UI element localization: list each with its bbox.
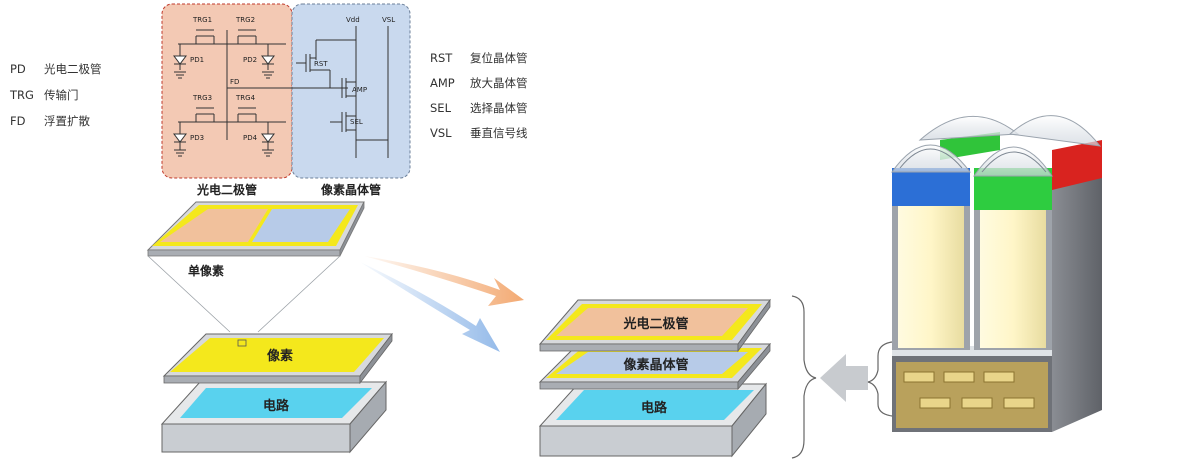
brace-sensor	[867, 341, 893, 417]
label-fd: FD	[230, 78, 239, 86]
left-stack-top-label: 像素	[267, 348, 293, 364]
label-pd3: PD3	[190, 134, 204, 142]
left-stack-bottom-label: 电路	[263, 398, 290, 414]
label-trg3: TRG3	[192, 94, 212, 102]
projection-lines	[147, 255, 341, 333]
label-vdd: Vdd	[346, 16, 360, 24]
label-pd1: PD1	[190, 56, 204, 64]
label-rst: RST	[314, 60, 328, 68]
brace-right-stack	[791, 295, 817, 459]
gray-arrow-left	[820, 354, 868, 402]
right-stack-base	[538, 382, 768, 458]
left-stack-base	[160, 380, 388, 454]
left-stack-pixel-layer	[162, 332, 394, 385]
label-amp: AMP	[352, 86, 367, 94]
label-trg4: TRG4	[235, 94, 256, 102]
ground-symbols	[174, 71, 274, 157]
right-stack-top-label: 光电二极管	[622, 316, 688, 332]
label-sel: SEL	[350, 118, 363, 126]
label-pd2: PD2	[243, 56, 257, 64]
right-stack-bottom-label: 电路	[641, 400, 668, 416]
single-pixel-label: 单像素	[188, 263, 224, 278]
label-pd4: PD4	[243, 134, 258, 142]
transistor-circuit-wiring	[296, 26, 389, 158]
single-pixel-plate	[146, 201, 365, 257]
transistor-region	[291, 3, 411, 179]
caption-transistor: 像素晶体管	[321, 182, 381, 197]
right-stack-transistor-layer	[538, 342, 772, 391]
label-trg2: TRG2	[235, 16, 255, 24]
right-stack-middle-label: 像素晶体管	[623, 357, 688, 373]
label-vsl: VSL	[382, 16, 395, 24]
label-trg1: TRG1	[192, 16, 212, 24]
caption-photodiode: 光电二极管	[196, 182, 257, 197]
arrow-blue	[360, 262, 500, 352]
right-stack-photodiode-layer	[538, 298, 771, 353]
arrow-orange	[364, 256, 524, 306]
photodiode-symbols	[173, 55, 275, 143]
sensor-3d-illustration	[891, 115, 1102, 432]
